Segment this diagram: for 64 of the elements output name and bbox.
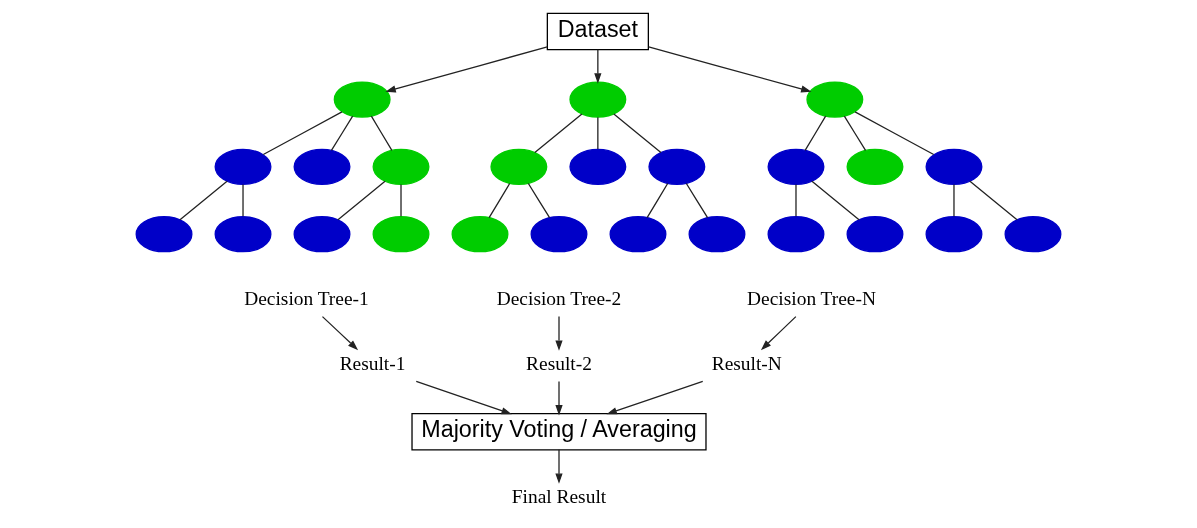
- connector: [179, 180, 228, 221]
- connector: [646, 182, 669, 219]
- connector: [527, 182, 551, 219]
- arrow: [555, 449, 563, 484]
- node-circle: [530, 216, 588, 253]
- connector: [953, 183, 955, 217]
- connector: [969, 180, 1018, 221]
- connector: [685, 182, 709, 219]
- arrow: [555, 315, 563, 351]
- node-circle: [293, 216, 351, 253]
- node-text: Final Result: [511, 485, 607, 507]
- node-circle: [925, 148, 983, 185]
- node-text: Result-2: [526, 352, 592, 374]
- node-text: Decision Tree-2: [496, 287, 622, 309]
- node-circle: [767, 216, 825, 253]
- node-box: Dataset: [546, 12, 649, 51]
- connector: [854, 111, 935, 156]
- node-text: Result-N: [711, 352, 782, 374]
- node-text: Decision Tree-N: [747, 287, 876, 309]
- node-circle: [846, 216, 904, 253]
- connector: [597, 116, 599, 150]
- node-circle: [451, 216, 509, 253]
- connector: [262, 111, 343, 156]
- node-circle: [569, 81, 627, 118]
- node-circle: [135, 216, 193, 253]
- node-box: Majority Voting / Averaging: [411, 412, 707, 451]
- node-circle: [293, 148, 351, 185]
- node-circle: [214, 148, 272, 185]
- node-circle: [372, 216, 430, 253]
- arrow: [385, 46, 548, 93]
- node-text: Decision Tree-1: [244, 287, 369, 309]
- connector: [843, 115, 867, 151]
- node-circle: [806, 81, 864, 118]
- arrow: [594, 49, 602, 84]
- connector: [337, 180, 386, 221]
- node-circle: [333, 81, 391, 118]
- node-circle: [648, 148, 706, 185]
- node-circle: [1004, 216, 1062, 253]
- arrow: [321, 315, 359, 351]
- arrow: [606, 380, 704, 415]
- node-circle: [372, 148, 430, 185]
- connector: [811, 180, 860, 221]
- connector: [488, 182, 511, 219]
- arrow: [415, 380, 512, 415]
- arrow: [648, 46, 812, 93]
- connector: [330, 115, 354, 151]
- arrow: [760, 315, 797, 351]
- connector: [534, 113, 583, 154]
- connector: [613, 113, 662, 154]
- connector: [804, 115, 827, 151]
- connector: [242, 183, 244, 217]
- node-circle: [925, 216, 983, 253]
- node-text: Result-1: [339, 352, 406, 374]
- node-circle: [609, 216, 667, 253]
- connector: [400, 183, 402, 217]
- node-circle: [688, 216, 746, 253]
- connector: [795, 183, 797, 217]
- node-circle: [767, 148, 825, 185]
- node-circle: [214, 216, 272, 253]
- arrow: [555, 380, 563, 416]
- connector: [370, 115, 393, 151]
- node-circle: [490, 148, 548, 185]
- node-circle: [846, 148, 904, 185]
- node-circle: [569, 148, 627, 185]
